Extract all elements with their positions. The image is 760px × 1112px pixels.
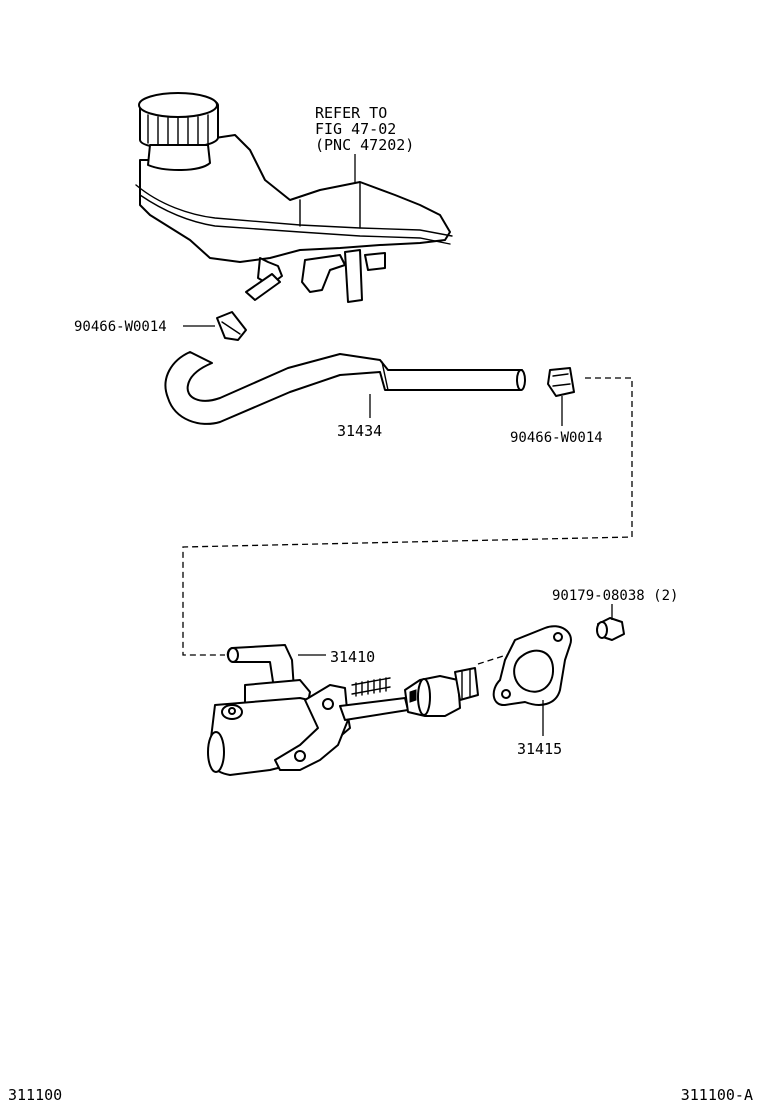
part-label-master-cylinder: 31410 — [330, 648, 375, 666]
refer-note-line-3: (PNC 47202) — [315, 136, 414, 154]
refer-note-line-1: REFER TO — [315, 104, 387, 122]
footer-right-code: 311100-A — [681, 1086, 753, 1104]
gasket — [492, 625, 572, 707]
part-label-clip-upper: 90466-W0014 — [74, 319, 167, 335]
refer-note-line-2: FIG 47-02 — [315, 120, 396, 138]
bolt-nut — [596, 617, 625, 641]
master-cylinder — [207, 644, 479, 776]
connection-dashed-line — [182, 377, 633, 656]
part-label-clip-right: 90466-W0014 — [510, 430, 603, 446]
reservoir-tank — [135, 92, 453, 303]
clip-right — [547, 367, 575, 397]
footer-left-code: 311100 — [8, 1086, 62, 1104]
hose — [164, 351, 526, 425]
part-label-gasket: 31415 — [517, 740, 562, 758]
clip-upper — [216, 311, 247, 341]
part-label-bolt-nut: 90179-08038 (2) — [552, 588, 678, 604]
part-label-hose: 31434 — [337, 422, 382, 440]
